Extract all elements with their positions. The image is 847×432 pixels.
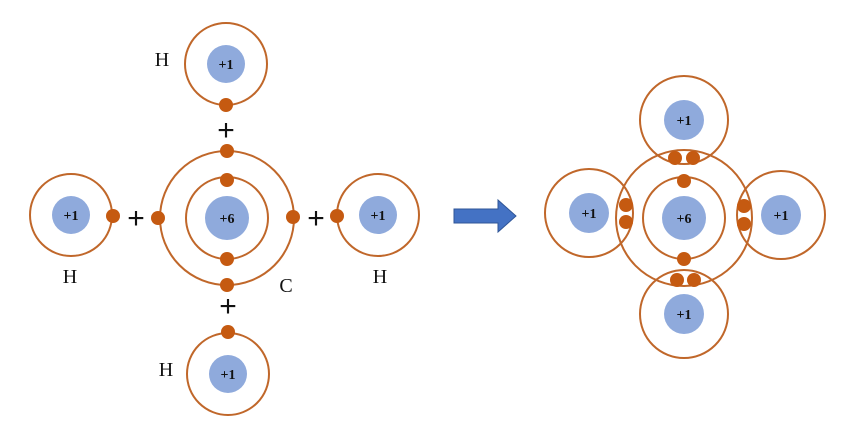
left-hydrogen-top-atom: +1 H bbox=[155, 22, 268, 112]
electron bbox=[220, 252, 234, 266]
hydrogen-shell bbox=[736, 170, 826, 260]
nucleus-charge: +1 bbox=[64, 209, 79, 224]
electron bbox=[220, 173, 234, 187]
plus-sign: + bbox=[217, 114, 235, 147]
atom-label: H bbox=[155, 49, 169, 71]
left-hydrogen-bottom-atom: +1 H bbox=[159, 325, 270, 416]
hydrogen-nucleus bbox=[52, 196, 90, 234]
hydrogen-nucleus bbox=[664, 294, 704, 334]
electron bbox=[106, 209, 120, 223]
left-hydrogen-right-atom: +1 H bbox=[330, 173, 420, 288]
nucleus-charge: +6 bbox=[220, 212, 235, 227]
shared-electron bbox=[619, 215, 633, 229]
hydrogen-nucleus bbox=[359, 196, 397, 234]
left-hydrogen-left-atom: +1 H bbox=[29, 173, 120, 288]
hydrogen-nucleus bbox=[207, 45, 245, 83]
electron bbox=[677, 174, 691, 188]
hydrogen-nucleus bbox=[761, 195, 801, 235]
hydrogen-nucleus bbox=[664, 100, 704, 140]
nucleus-charge: +1 bbox=[677, 308, 692, 323]
hydrogen-nucleus bbox=[569, 193, 609, 233]
electron bbox=[330, 209, 344, 223]
shared-electron bbox=[737, 217, 751, 231]
atom-label: H bbox=[63, 266, 77, 288]
hydrogen-shell bbox=[639, 269, 729, 359]
left-carbon-atom: +6 C bbox=[151, 144, 300, 297]
hydrogen-shell bbox=[544, 168, 634, 258]
nucleus-charge: +1 bbox=[371, 209, 386, 224]
atom-label: C bbox=[279, 275, 292, 297]
nucleus-charge: +6 bbox=[677, 212, 692, 227]
nucleus-charge: +1 bbox=[677, 114, 692, 129]
hydrogen-shell bbox=[639, 75, 729, 165]
methane-molecule: +1 +1 +1 +1 +6 bbox=[544, 75, 826, 359]
shared-electron bbox=[737, 199, 751, 213]
electron bbox=[221, 325, 235, 339]
nucleus-charge: +1 bbox=[774, 209, 789, 224]
electron bbox=[220, 144, 234, 158]
plus-sign: + bbox=[307, 202, 325, 235]
hydrogen-nucleus bbox=[209, 355, 247, 393]
right-arrow-icon bbox=[453, 198, 517, 234]
electron bbox=[286, 210, 300, 224]
plus-sign: + bbox=[127, 202, 145, 235]
shared-electron bbox=[619, 198, 633, 212]
atom-label: H bbox=[159, 359, 173, 381]
shared-electron bbox=[670, 273, 684, 287]
shared-electron bbox=[668, 151, 682, 165]
plus-sign: + bbox=[219, 290, 237, 323]
carbon-nucleus bbox=[205, 196, 249, 240]
electron bbox=[677, 252, 691, 266]
nucleus-charge: +1 bbox=[221, 368, 236, 383]
electron bbox=[219, 98, 233, 112]
shared-electron bbox=[687, 273, 701, 287]
carbon-nucleus bbox=[662, 196, 706, 240]
nucleus-charge: +1 bbox=[582, 207, 597, 222]
shared-electron bbox=[686, 151, 700, 165]
electron bbox=[220, 278, 234, 292]
electron bbox=[151, 211, 165, 225]
nucleus-charge: +1 bbox=[219, 58, 234, 73]
atom-label: H bbox=[373, 266, 387, 288]
carbon-outer-shell bbox=[615, 149, 753, 287]
